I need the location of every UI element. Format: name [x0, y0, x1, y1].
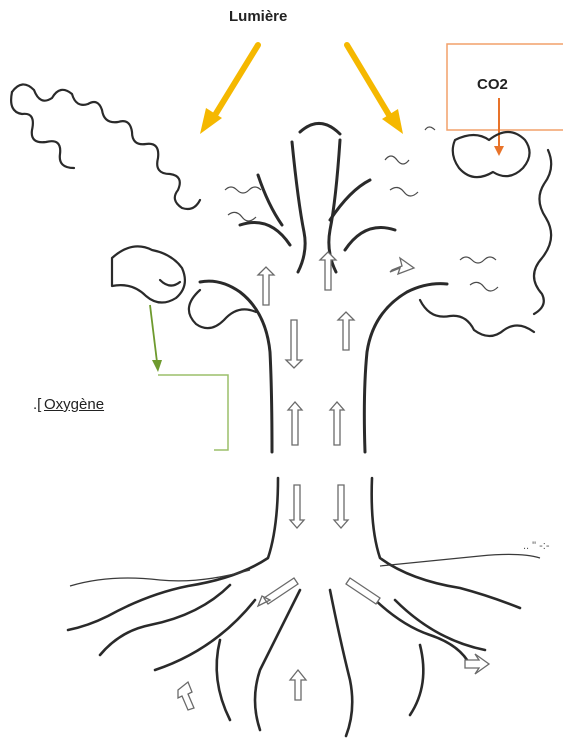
sap-arrow-icon [390, 258, 414, 274]
light-arrow-icon [200, 45, 258, 134]
oxygen-prefix: .[ [33, 396, 41, 413]
sap-arrow-icon [334, 485, 348, 528]
sap-arrow-icon [288, 402, 302, 445]
sap-arrow-icon [465, 654, 489, 674]
tree-trunk [200, 123, 447, 452]
oxygen-arrow-icon [150, 305, 162, 372]
sap-arrow-icon [290, 670, 306, 700]
sap-arrow-icon [346, 578, 380, 604]
oxygen-label: Oxygène [44, 396, 104, 413]
sap-arrow-icon [290, 485, 304, 528]
light-arrows [200, 45, 403, 134]
sap-arrow-icon [258, 578, 298, 606]
edge-artifact-text: .. " -:- [523, 540, 550, 552]
sap-arrows [258, 252, 414, 528]
sap-arrow-icon [178, 682, 194, 710]
light-label: Lumière [229, 8, 287, 25]
co2-callout [447, 44, 563, 156]
root-sap-arrows [178, 578, 489, 710]
sap-arrow-icon [330, 402, 344, 445]
sap-arrow-icon [258, 267, 274, 305]
sap-arrow-icon [286, 320, 302, 368]
co2-arrow-icon [494, 98, 504, 156]
ground-line [70, 554, 540, 586]
co2-label: CO2 [477, 76, 508, 93]
sap-arrow-icon [338, 312, 354, 350]
sap-arrow-icon [320, 252, 336, 290]
light-arrow-icon [347, 45, 403, 134]
tree-canopy [11, 84, 551, 336]
